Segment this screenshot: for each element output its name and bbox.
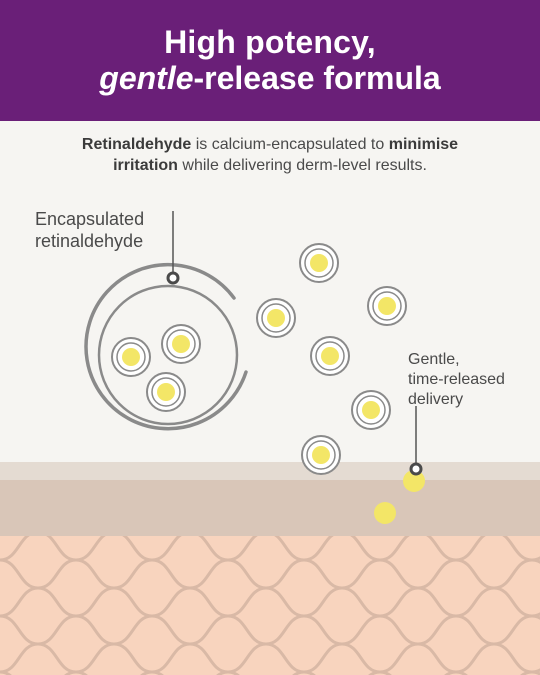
capsule-released-6 xyxy=(301,435,341,475)
callout-encapsulated-line1: Encapsulated xyxy=(35,209,145,229)
callout-delivery-line3: delivery xyxy=(408,391,464,408)
callout-encapsulated-line2: retinaldehyde xyxy=(35,231,144,251)
skin-layer-epidermis xyxy=(0,480,540,538)
skin-layer-surface xyxy=(0,462,540,482)
intro-text-part1: is calcium-encapsulated to xyxy=(191,136,389,153)
page-title-line1: High potency, xyxy=(164,24,376,60)
active-drop-2 xyxy=(374,502,396,524)
intro-text-part2: while delivering derm-level results. xyxy=(177,157,427,174)
intro-bold-irritation: irritation xyxy=(113,157,178,174)
capsule-released-4 xyxy=(310,336,350,376)
capsule-inner-1 xyxy=(111,337,151,377)
capsule-outer-ring xyxy=(97,284,239,426)
title-rest: -release formula xyxy=(193,60,441,96)
header-banner: High potency, gentle-release formula xyxy=(0,0,540,121)
intro-bold-minimise: minimise xyxy=(388,136,459,153)
page-title-line2: gentle-release formula xyxy=(0,60,540,97)
callout-delivery-line2: time-released xyxy=(408,371,505,388)
callout-delivery-line1: Gentle, xyxy=(408,351,460,368)
intro-text: Retinaldehyde is calcium-encapsulated to… xyxy=(30,134,510,176)
capsule-released-5 xyxy=(351,390,391,430)
callout-delivery: Gentle, time-released delivery xyxy=(408,350,505,410)
skin-cell-pattern xyxy=(0,536,540,675)
callout-dot-delivery xyxy=(409,462,423,476)
capsule-inner-3 xyxy=(146,372,186,412)
capsule-inner-2 xyxy=(161,324,201,364)
callout-dot-encapsulated xyxy=(166,271,180,285)
capsule-released-2 xyxy=(256,298,296,338)
title-emphasis: gentle xyxy=(99,60,194,96)
capsule-released-3 xyxy=(367,286,407,326)
active-drop-1 xyxy=(403,470,425,492)
capsule-released-1 xyxy=(299,243,339,283)
intro-bold-retinaldehyde: Retinaldehyde xyxy=(81,136,192,153)
capsule-orbit-arc xyxy=(84,262,248,431)
callout-encapsulated: Encapsulated retinaldehyde xyxy=(35,208,144,252)
